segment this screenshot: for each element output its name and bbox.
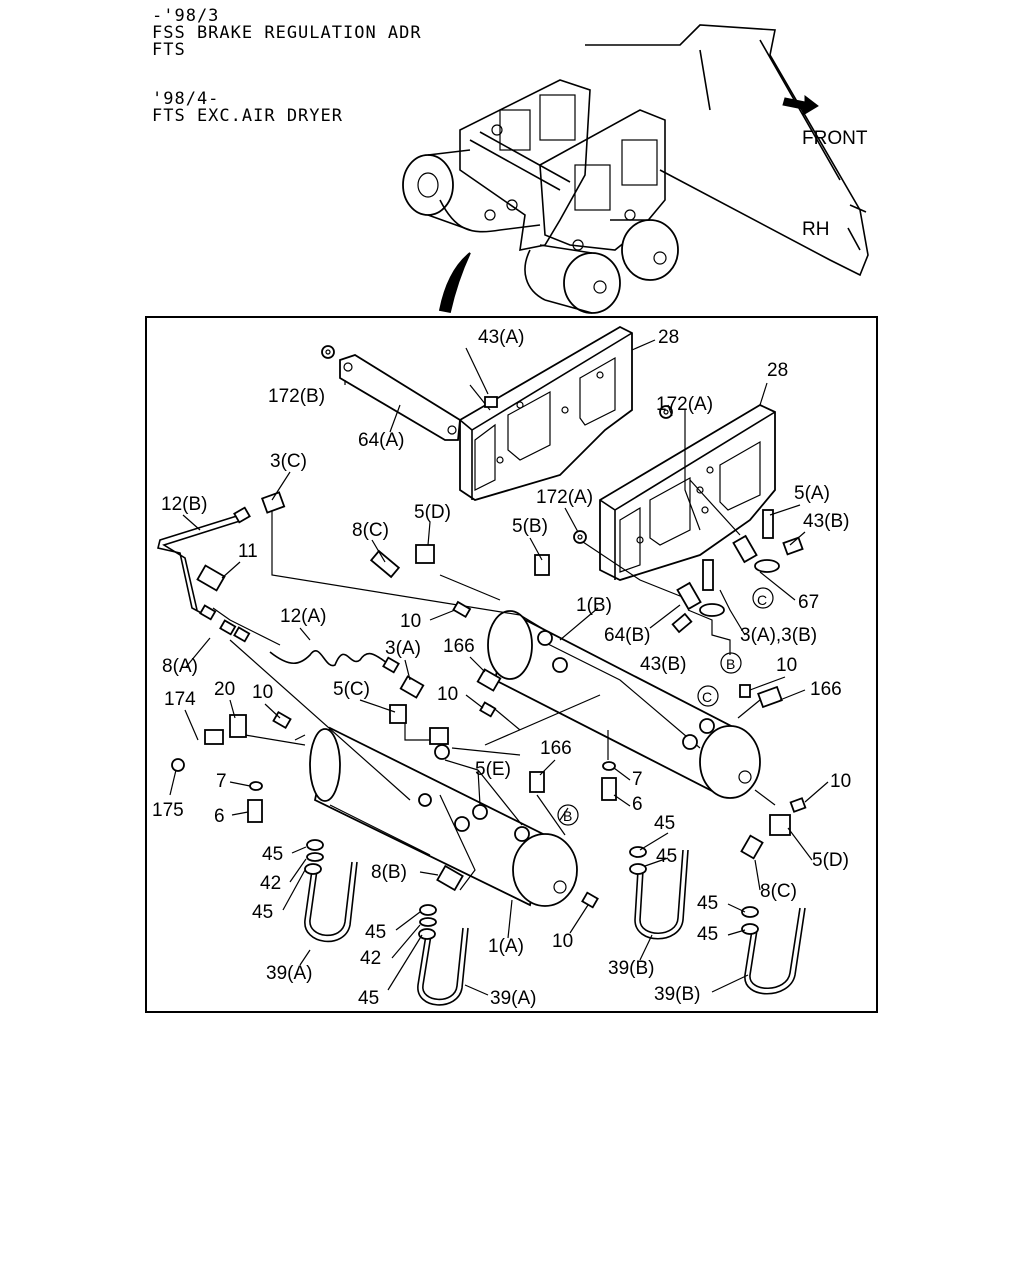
header-spec-old: FSS BRAKE REGULATION ADR <box>152 23 422 43</box>
callout-28-lower: 28 <box>767 360 788 381</box>
callout-39a-left: 39(A) <box>266 963 312 984</box>
callout-20: 20 <box>214 679 235 700</box>
overview-assembly <box>402 24 869 314</box>
nut-stack-left <box>304 839 324 875</box>
nut-stack-right <box>741 906 759 935</box>
callout-64a: 64(A) <box>358 430 404 451</box>
callout-39a-mid: 39(A) <box>490 988 536 1009</box>
callout-5b: 5(B) <box>512 516 548 537</box>
callout-circle-c-top: C <box>757 592 767 608</box>
callout-10-a: 10 <box>400 611 421 632</box>
callout-175: 175 <box>152 800 184 821</box>
callout-7-right: 7 <box>632 769 643 790</box>
callout-45-d: 45 <box>656 846 677 867</box>
callout-166-a: 166 <box>443 636 475 657</box>
callout-5c: 5(C) <box>333 679 370 700</box>
bracket-plate-28-lower <box>599 403 776 581</box>
callout-43b-mid: 43(B) <box>640 654 686 675</box>
pipe-12b <box>157 514 241 616</box>
callout-45-c: 45 <box>654 813 675 834</box>
callout-172a-mid: 172(A) <box>536 487 593 508</box>
callout-43a: 43(A) <box>478 327 524 348</box>
fittings <box>171 345 807 909</box>
air-tank-1b <box>487 610 761 799</box>
callout-166-c: 166 <box>540 738 572 759</box>
detail-frame <box>145 316 878 1013</box>
front-label: FRONT <box>802 128 868 149</box>
callout-circle-b-low: B <box>563 808 572 824</box>
callout-3a: 3(A) <box>385 638 421 659</box>
callout-10-e: 10 <box>830 771 851 792</box>
callout-45-h: 45 <box>697 924 718 945</box>
callout-174: 174 <box>164 689 196 710</box>
callout-42-b: 42 <box>360 948 381 969</box>
callout-42-a: 42 <box>260 873 281 894</box>
callout-39b-mid: 39(B) <box>608 958 654 979</box>
marker-circle-b-mid <box>720 652 742 674</box>
marker-circle-b-low <box>557 804 579 826</box>
header-range-new: '98/4- <box>152 89 220 109</box>
callout-6-right: 6 <box>632 794 643 815</box>
callout-5e: 5(E) <box>475 759 511 780</box>
callout-10-b: 10 <box>437 684 458 705</box>
air-tank-1a <box>309 726 578 907</box>
marker-circle-c-top <box>752 587 774 609</box>
callout-172b: 172(B) <box>268 386 325 407</box>
u-bolt-39a-mid <box>417 927 469 1006</box>
callout-45-a: 45 <box>262 844 283 865</box>
callout-28-upper: 28 <box>658 327 679 348</box>
callout-circle-b-mid: B <box>726 656 735 672</box>
cross-member-64a <box>339 354 461 441</box>
callout-10-f: 10 <box>552 931 573 952</box>
callout-5d-top: 5(D) <box>414 502 451 523</box>
callout-5a: 5(A) <box>794 483 830 504</box>
callout-circle-c-mid: C <box>702 689 712 705</box>
rh-label: RH <box>802 219 829 240</box>
callout-6-left: 6 <box>214 806 225 827</box>
callout-10-c: 10 <box>252 682 273 703</box>
callout-7-left: 7 <box>216 771 227 792</box>
callout-45-f: 45 <box>358 988 379 1009</box>
callout-5d-bottom: 5(D) <box>812 850 849 871</box>
callout-10-c2: 10 <box>776 655 797 676</box>
callout-8c-top: 8(C) <box>352 520 389 541</box>
callout-12a: 12(A) <box>280 606 326 627</box>
callout-39b-right: 39(B) <box>654 984 700 1005</box>
callout-3c: 3(C) <box>270 451 307 472</box>
callout-45-g: 45 <box>697 893 718 914</box>
callout-1b: 1(B) <box>576 595 612 616</box>
header-spec-new: FTS EXC.AIR DRYER <box>152 106 343 126</box>
callout-8c-bottom: 8(C) <box>760 881 797 902</box>
u-bolt-39b-right <box>744 907 806 995</box>
callout-11: 11 <box>238 541 258 562</box>
nut-stack-mid-left <box>418 904 437 940</box>
header-model-old: FTS <box>152 40 186 60</box>
callout-3a-3b: 3(A),3(B) <box>740 625 817 646</box>
callout-67: 67 <box>798 592 819 613</box>
marker-circle-c-mid <box>697 685 719 707</box>
header-range-old: -'98/3 <box>152 6 220 26</box>
bracket-plate-28-upper <box>459 325 633 501</box>
callout-166-b: 166 <box>810 679 842 700</box>
callout-64b: 64(B) <box>604 625 650 646</box>
callout-8a: 8(A) <box>162 656 198 677</box>
callout-1a: 1(A) <box>488 936 524 957</box>
pipe-12a <box>269 650 396 669</box>
callout-45-e: 45 <box>365 922 386 943</box>
callout-45-b: 45 <box>252 902 273 923</box>
u-bolt-39b-mid <box>634 849 689 940</box>
u-bolt-39a-left <box>304 861 358 943</box>
callout-12b: 12(B) <box>161 494 207 515</box>
callout-8b: 8(B) <box>371 862 407 883</box>
nut-stack-mid-right <box>629 846 647 875</box>
callout-43b-right: 43(B) <box>803 511 849 532</box>
callout-172a-top: 172(A) <box>656 394 713 415</box>
